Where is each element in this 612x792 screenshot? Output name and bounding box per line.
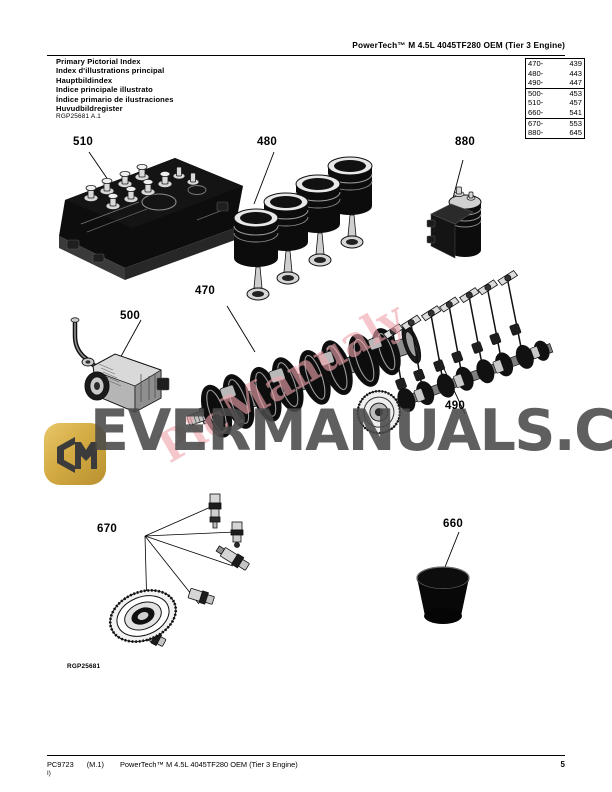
index-label-sv: Huvudbildregister <box>56 104 123 114</box>
index-row[interactable]: 660- 541 <box>526 108 584 118</box>
drawing-reference-bottom: RGP25681 <box>67 663 101 670</box>
callout-490[interactable]: 490 <box>445 400 466 412</box>
callout-880[interactable]: 880 <box>455 136 476 148</box>
camshaft-valvetrain-artwork <box>356 269 554 435</box>
index-page-number: 541 <box>569 107 582 117</box>
index-item-number: 880- <box>528 128 544 138</box>
index-language-labels: Primary Pictorial Index Index d'illustra… <box>56 57 174 114</box>
page-header-title: PowerTech™ M 4.5L 4045TF280 OEM (Tier 3 … <box>352 40 565 50</box>
footer-doc-code: PC9723 <box>47 760 74 769</box>
callout-500[interactable]: 500 <box>120 310 141 322</box>
oil-filter-artwork <box>426 159 482 259</box>
index-group-3: 670- 553 880- 645 <box>526 119 584 138</box>
index-item-number: 490- <box>528 78 544 88</box>
index-group-1: 470- 439 480- 443 490- 447 <box>526 59 584 89</box>
callout-670[interactable]: 670 <box>97 523 118 535</box>
footer-divider <box>47 755 565 757</box>
index-item-number: 660- <box>528 107 544 117</box>
index-item-number: 470- <box>528 59 544 68</box>
callout-480[interactable]: 480 <box>257 136 278 148</box>
index-row[interactable]: 510- 457 <box>526 98 584 108</box>
cup-plug-artwork <box>416 531 470 624</box>
piston-rod-artwork <box>233 151 373 301</box>
index-label-en: Primary Pictorial Index <box>56 57 141 66</box>
index-item-number: 480- <box>528 68 544 78</box>
index-row[interactable]: 480- 443 <box>526 69 584 79</box>
footer-sub-mark: I) <box>47 770 51 777</box>
footer-title: PowerTech™ M 4.5L 4045TF280 OEM (Tier 3 … <box>119 760 298 769</box>
index-row[interactable]: 500- 453 <box>526 89 584 99</box>
index-reference-table: 470- 439 480- 443 490- 447 500- 453 510-… <box>525 58 585 139</box>
drawing-reference-top: RGP25681 A.1 <box>56 113 102 120</box>
index-label-it: Indice principale illustrato <box>56 85 153 95</box>
index-item-number: 510- <box>528 98 544 108</box>
index-label-es: Índice primario de ilustraciones <box>56 94 174 104</box>
callout-470[interactable]: 470 <box>195 285 216 297</box>
index-page-number: 443 <box>569 68 582 78</box>
index-label-de: Hauptbildindex <box>56 75 113 85</box>
logo-monogram-icon <box>57 437 97 473</box>
oil-pump-artwork <box>70 317 170 413</box>
index-row[interactable]: 880- 645 <box>526 128 584 138</box>
cylinder-head-artwork <box>59 151 243 280</box>
exploded-view-figure: 510 <box>47 128 565 688</box>
index-page-number: 439 <box>569 59 582 68</box>
evermanuals-logo <box>44 423 106 485</box>
header-divider <box>47 55 565 57</box>
index-row[interactable]: 470- 439 <box>526 59 584 69</box>
callout-510[interactable]: 510 <box>73 136 94 148</box>
index-page-number: 457 <box>569 98 582 108</box>
index-row[interactable]: 490- 447 <box>526 78 584 88</box>
index-label-fr: Index d'illustrations principal <box>56 66 165 76</box>
footer-revision: (M.1) <box>86 760 104 769</box>
crankshaft-artwork <box>186 305 422 438</box>
index-item-number: 670- <box>528 118 544 128</box>
callout-660[interactable]: 660 <box>443 518 464 530</box>
index-page-number: 553 <box>569 118 582 128</box>
sensors-fittings-artwork <box>108 493 250 647</box>
footer-page-number: 5 <box>560 760 565 769</box>
index-page-number: 645 <box>569 128 582 138</box>
index-item-number: 500- <box>528 88 544 98</box>
footer-document-line: PC9723 (M.1) PowerTech™ M 4.5L 4045TF280 O… <box>47 760 298 769</box>
index-group-2: 500- 453 510- 457 660- 541 <box>526 89 584 119</box>
index-page-number: 447 <box>569 78 582 88</box>
index-page-number: 453 <box>569 88 582 98</box>
index-row[interactable]: 670- 553 <box>526 119 584 129</box>
watermark-main-text: EVERMANUALS.COM <box>90 398 612 464</box>
